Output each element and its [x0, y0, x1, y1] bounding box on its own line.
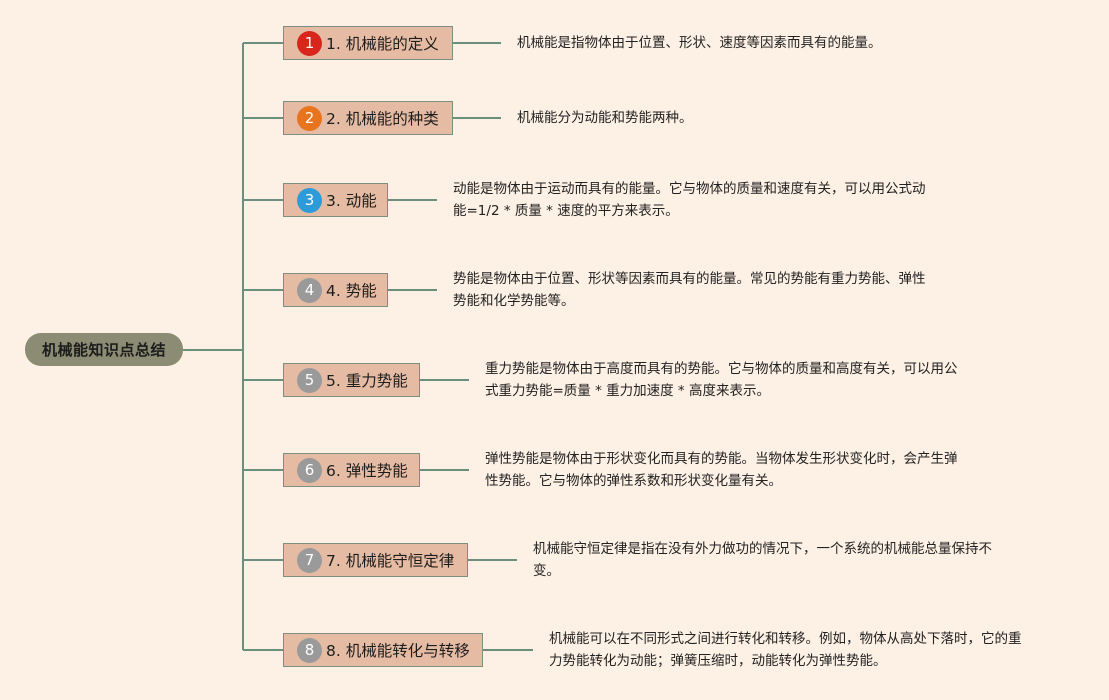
description-line: 式重力势能=质量 * 重力加速度 * 高度来表示。: [485, 383, 770, 399]
topic-description: 机械能是指物体由于位置、形状、速度等因素而具有的能量。: [517, 32, 882, 54]
number-badge-icon: 2: [297, 105, 322, 131]
number-badge-icon: 3: [297, 187, 322, 213]
description-line: 机械能守恒定律是指在没有外力做功的情况下，一个系统的机械能总量保持不: [533, 541, 992, 557]
topic-title: 6. 弹性势能: [326, 462, 408, 480]
description-line: 能=1/2 * 质量 * 速度的平方来表示。: [453, 203, 679, 219]
number-badge-icon: 1: [297, 30, 322, 56]
description-line: 机械能可以在不同形式之间进行转化和转移。例如，物体从高处下落时，它的重: [549, 631, 1022, 647]
number-badge-icon: 7: [297, 547, 322, 573]
topic-description: 动能是物体由于运动而具有的能量。它与物体的质量和速度有关，可以用公式动能=1/2…: [453, 178, 926, 222]
description-line: 势能和化学势能等。: [453, 293, 575, 309]
description-line: 机械能分为动能和势能两种。: [517, 110, 693, 126]
topic-title: 4. 势能: [326, 282, 377, 300]
number-badge-icon: 8: [297, 637, 322, 663]
topic-description: 弹性势能是物体由于形状变化而具有的势能。当物体发生形状变化时，会产生弹性势能。它…: [485, 448, 958, 492]
description-line: 力势能转化为动能；弹簧压缩时，动能转化为弹性势能。: [549, 653, 887, 669]
number-badge-icon: 5: [297, 367, 322, 393]
description-line: 重力势能是物体由于高度而具有的势能。它与物体的质量和高度有关，可以用公: [485, 361, 958, 377]
root-label: 机械能知识点总结: [41, 341, 166, 359]
topic-description: 重力势能是物体由于高度而具有的势能。它与物体的质量和高度有关，可以用公式重力势能…: [485, 358, 958, 402]
number-badge-icon: 6: [297, 457, 322, 483]
description-line: 机械能是指物体由于位置、形状、速度等因素而具有的能量。: [517, 35, 882, 51]
topic-description: 势能是物体由于位置、形状等因素而具有的能量。常见的势能有重力势能、弹性势能和化学…: [453, 268, 926, 312]
description-line: 动能是物体由于运动而具有的能量。它与物体的质量和速度有关，可以用公式动: [453, 181, 926, 197]
topic-title: 3. 动能: [326, 192, 377, 210]
topic-title: 8. 机械能转化与转移: [326, 642, 470, 660]
description-line: 性势能。它与物体的弹性系数和形状变化量有关。: [485, 473, 782, 489]
topic-title: 2. 机械能的种类: [326, 110, 439, 128]
topic-title: 7. 机械能守恒定律: [326, 552, 455, 570]
topic-title: 5. 重力势能: [326, 372, 408, 390]
topic-title: 1. 机械能的定义: [326, 35, 439, 53]
number-badge-icon: 4: [297, 277, 322, 303]
description-line: 势能是物体由于位置、形状等因素而具有的能量。常见的势能有重力势能、弹性: [453, 271, 926, 287]
topic-description: 机械能分为动能和势能两种。: [517, 107, 693, 129]
topic-description: 机械能守恒定律是指在没有外力做功的情况下，一个系统的机械能总量保持不变。: [533, 538, 992, 582]
topic-description: 机械能可以在不同形式之间进行转化和转移。例如，物体从高处下落时，它的重力势能转化…: [549, 628, 1022, 672]
description-line: 变。: [533, 563, 560, 579]
description-line: 弹性势能是物体由于形状变化而具有的势能。当物体发生形状变化时，会产生弹: [485, 451, 958, 467]
root-node[interactable]: 机械能知识点总结: [25, 333, 183, 366]
